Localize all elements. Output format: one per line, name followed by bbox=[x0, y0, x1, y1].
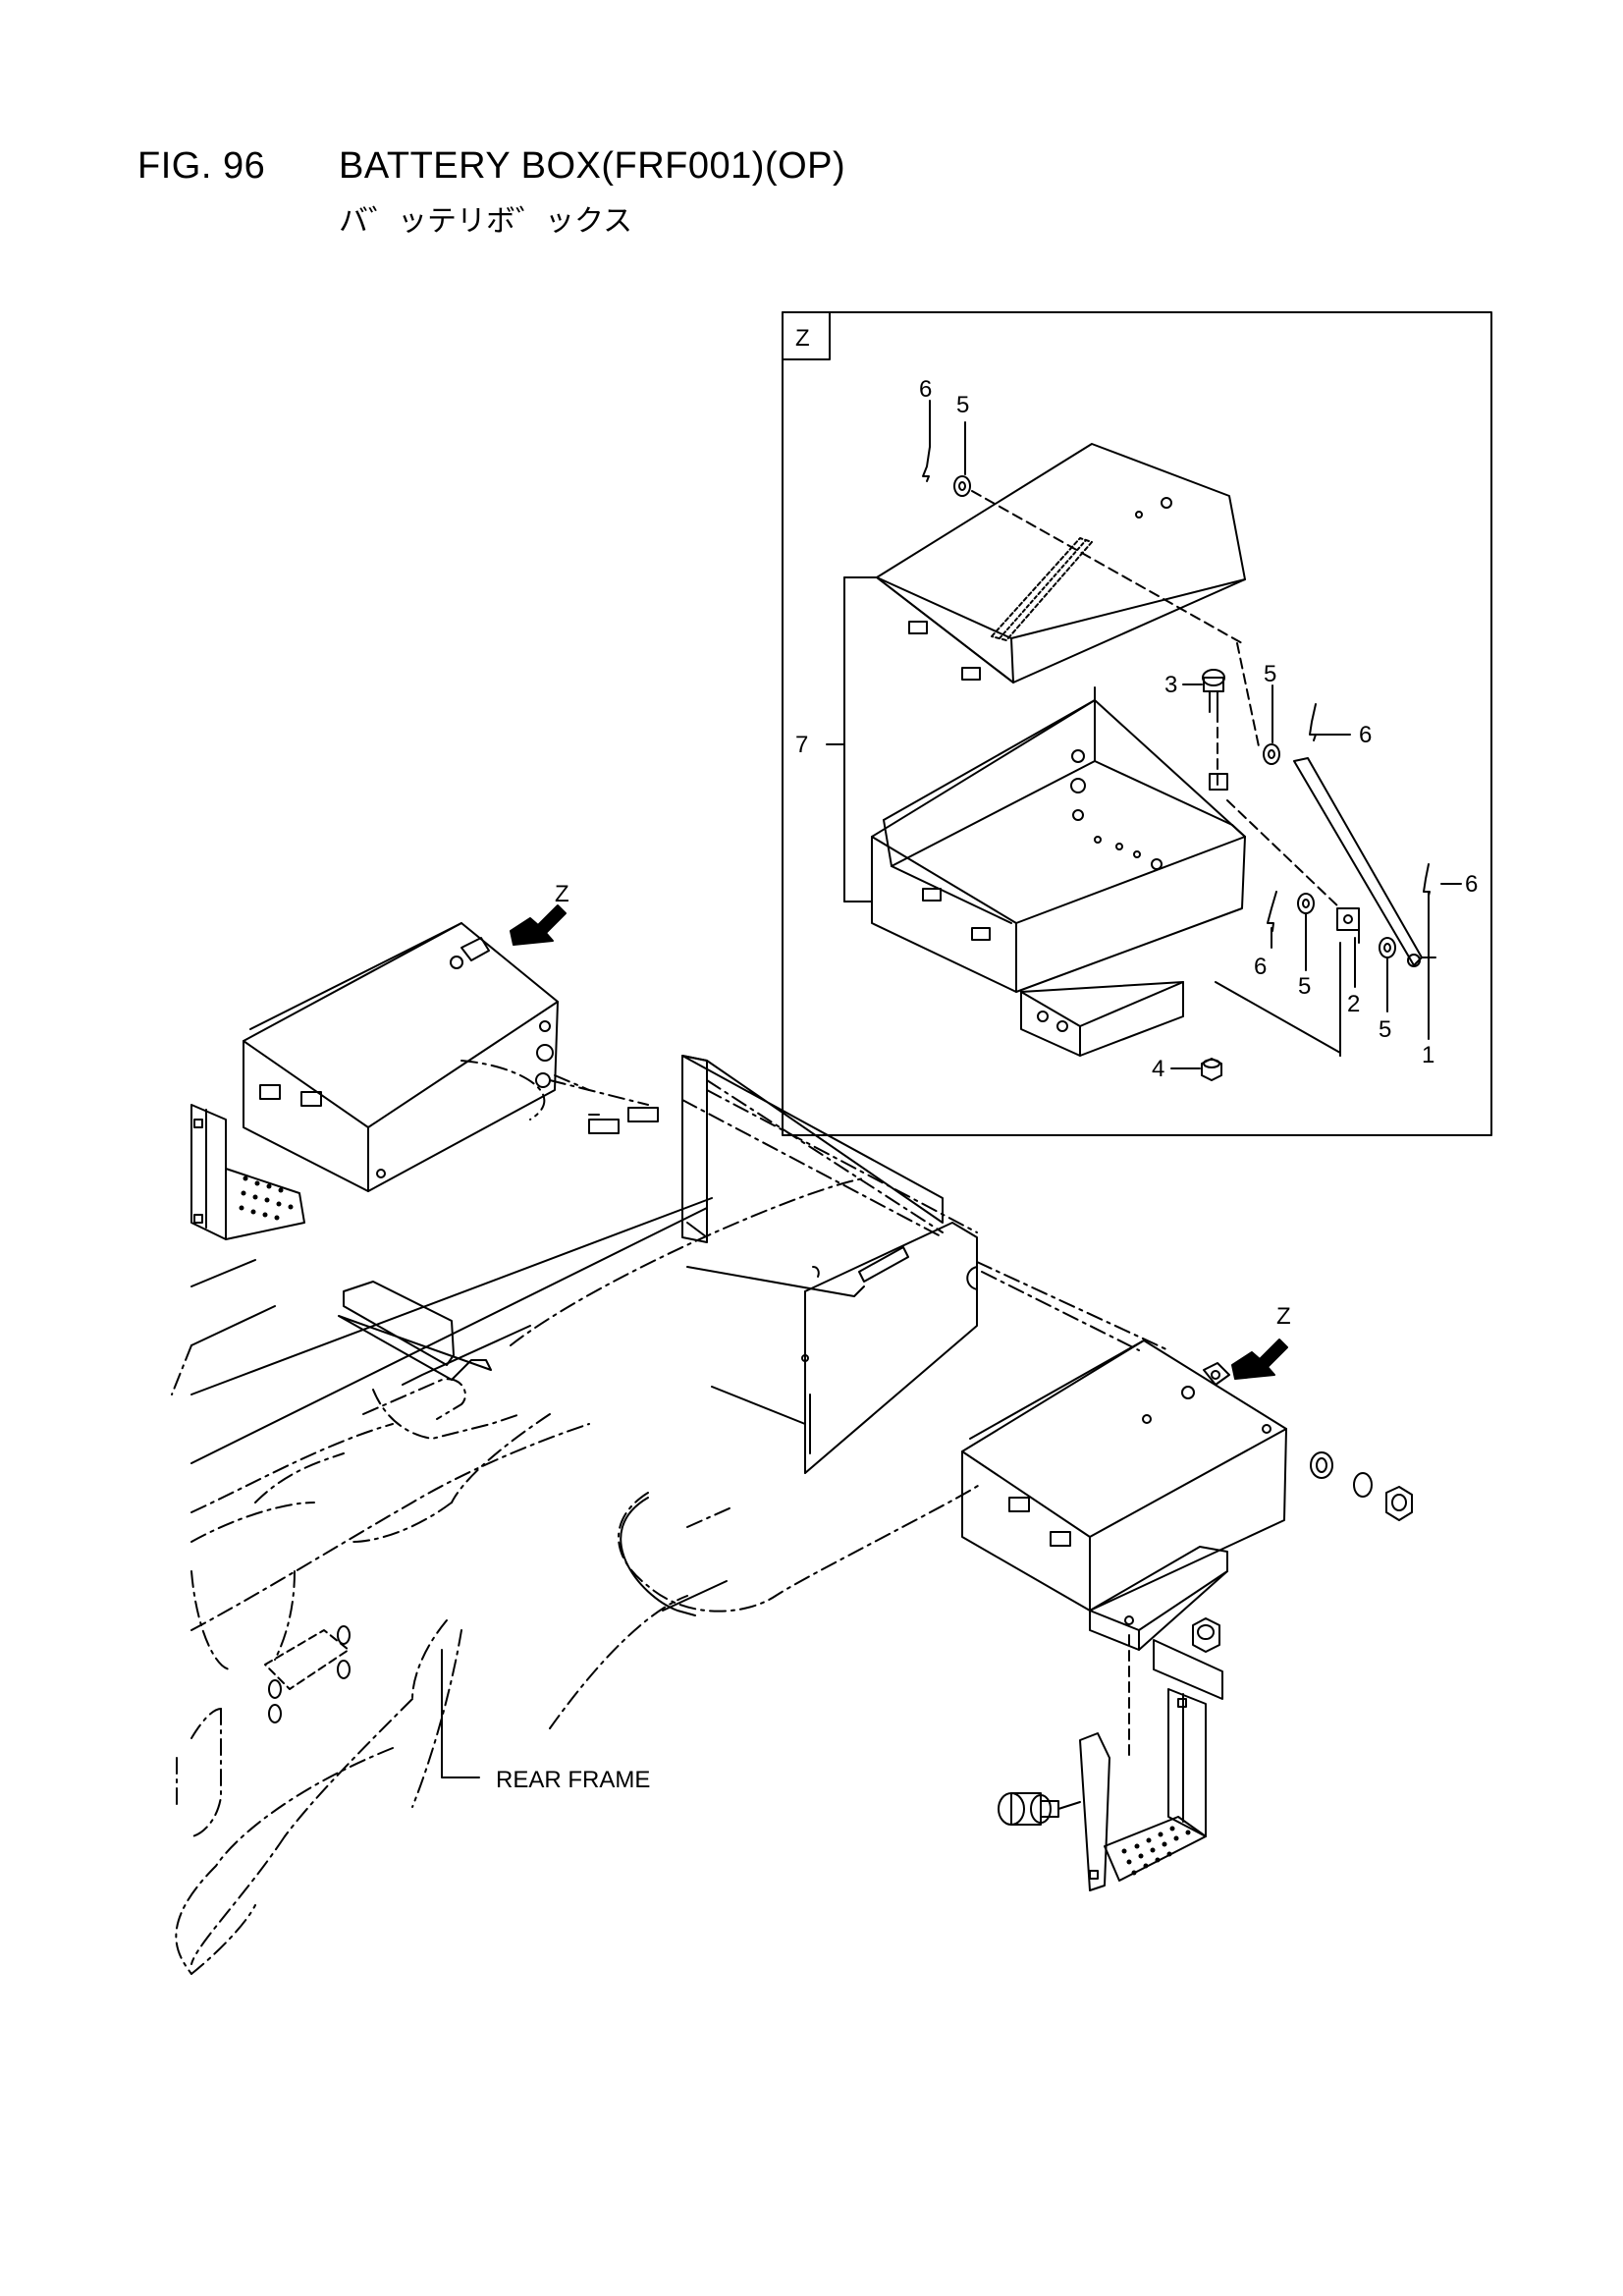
right-step bbox=[998, 1634, 1207, 1891]
figure-title: BATTERY BOX(FRF001)(OP) bbox=[339, 145, 846, 187]
detail-leaders bbox=[826, 400, 1462, 1069]
callout-5: 5 bbox=[956, 392, 969, 418]
right-battery-box bbox=[961, 1339, 1413, 1700]
hinge-bracket bbox=[1209, 773, 1360, 944]
stay-rod bbox=[1293, 757, 1436, 967]
rear-frame-label: REAR FRAME bbox=[496, 1767, 650, 1793]
callout-5: 5 bbox=[1298, 973, 1311, 1000]
rear-frame bbox=[190, 1055, 978, 1616]
view-arrow-right-label: Z bbox=[1276, 1303, 1291, 1330]
view-arrows bbox=[510, 904, 1288, 1380]
detail-assembly-lines bbox=[971, 490, 1341, 909]
detail-washers bbox=[922, 446, 1431, 1081]
figure-number: FIG. 96 bbox=[137, 145, 266, 187]
battery-box-body bbox=[871, 686, 1246, 1057]
assembly-phantom-lines bbox=[554, 1074, 1140, 1351]
detail-view-tag bbox=[782, 311, 831, 360]
detail-view-frame bbox=[782, 311, 1492, 1136]
callout-5: 5 bbox=[1264, 661, 1276, 687]
callout-6: 6 bbox=[1359, 722, 1372, 748]
left-battery-box bbox=[190, 922, 559, 1240]
detail-view-label: Z bbox=[795, 325, 810, 352]
frame-phantom-lines bbox=[171, 1060, 1169, 1975]
callout-6: 6 bbox=[1465, 871, 1478, 898]
callout-4: 4 bbox=[1152, 1056, 1164, 1082]
rear-frame-leader bbox=[441, 1649, 480, 1778]
view-arrow-left-label: Z bbox=[555, 881, 569, 907]
callout-7: 7 bbox=[795, 732, 808, 758]
frame-details bbox=[264, 1625, 351, 1723]
figure-subtitle: バ゛ッテリボ゛ックス bbox=[339, 204, 633, 239]
callout-6: 6 bbox=[919, 376, 932, 403]
callout-2: 2 bbox=[1347, 991, 1360, 1017]
callout-1: 1 bbox=[1422, 1042, 1434, 1068]
callout-3: 3 bbox=[1164, 672, 1177, 698]
callout-5: 5 bbox=[1379, 1016, 1391, 1043]
battery-box-lid bbox=[876, 443, 1246, 683]
callout-6: 6 bbox=[1254, 954, 1267, 980]
